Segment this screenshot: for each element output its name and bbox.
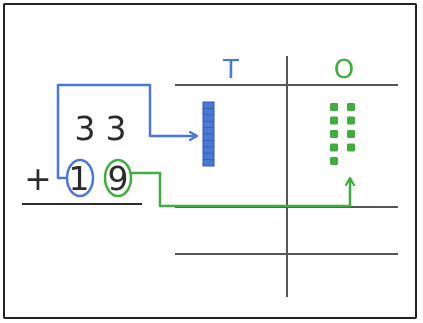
tens-arrow (56, 83, 196, 180)
ones-cube (347, 130, 355, 138)
ones-cube (347, 143, 355, 152)
ones-cube (347, 103, 355, 111)
ones-cube (347, 116, 355, 125)
top-digit-tens: 3 (75, 109, 96, 148)
ones-header: O (334, 55, 354, 85)
tens-rod (202, 101, 215, 167)
ones-arrow (131, 171, 350, 208)
bottom-digit-tens: 1 (69, 159, 90, 198)
ones-cubes (330, 103, 355, 165)
ones-cube (330, 130, 338, 138)
top-digit-ones: 3 (106, 109, 127, 148)
bottom-digit-ones: 9 (108, 159, 129, 198)
ones-digit-circle (103, 158, 133, 198)
plus-sign: + (24, 159, 52, 198)
ones-cube (330, 103, 338, 111)
ones-cube (330, 143, 338, 152)
tens-header: T (222, 55, 239, 85)
diagram-frame (3, 3, 417, 319)
ones-cube (330, 157, 338, 165)
ones-cube (330, 116, 338, 125)
